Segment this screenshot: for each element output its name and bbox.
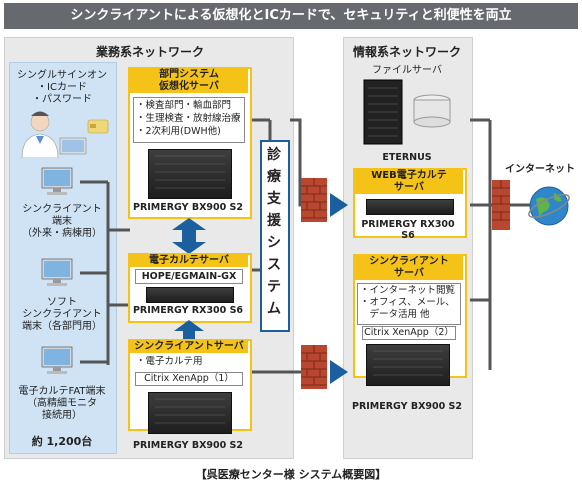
file-server-label: ファイルサーバ <box>372 65 442 76</box>
thin-server-header: シンクライアントサーバ <box>130 341 248 353</box>
client1-label-3: （外来・病棟用） <box>22 228 102 239</box>
info-thin-software: Citrix XenApp（2） <box>362 326 456 340</box>
web-emr-model: PRIMERGY RX300 S6 <box>361 219 455 241</box>
business-network-title: 業務系ネットワーク <box>95 45 204 59</box>
thin-server-model: PRIMERGY BX900 S2 <box>132 440 243 451</box>
client1-label-2: 端末 <box>52 216 72 227</box>
dept-server-header-2: 仮想化サーバ <box>130 81 248 93</box>
info-thin-model: PRIMERGY BX900 S2 <box>351 401 462 412</box>
soft-thin-client-icon <box>41 258 73 286</box>
thin-client-terminal-icon <box>41 167 73 195</box>
page-title: シンクライアントによる仮想化とICカードで、セキュリティと利便性を両立 <box>4 3 578 29</box>
web-emr-header-1: WEB電子カルテ <box>355 170 463 182</box>
emr-server-header: 電子カルテサーバ <box>130 255 248 267</box>
storage-icon <box>363 79 451 145</box>
terminal-count: 約 1,200台 <box>31 435 93 448</box>
client3-label-1: 電子カルテFAT端末 <box>18 386 106 397</box>
sso-label-2: ・ICカード <box>37 82 87 93</box>
info-thin-item-2: ・オフィス、メール、 <box>360 297 455 308</box>
up-arrow-icon <box>174 320 204 340</box>
blade-server-image <box>148 149 232 199</box>
globe-icon <box>528 186 570 226</box>
dept-item-2: ・生理検査・放射線治療 <box>136 113 241 124</box>
doctor-icon <box>21 111 109 158</box>
internet-label: インターネット <box>505 164 575 175</box>
dept-item-3: ・2次利用(DWH他) <box>136 126 221 137</box>
web-emr-header-2: サーバ <box>355 182 463 194</box>
medical-support-system-box <box>260 140 290 332</box>
support-char-3: 支 <box>267 191 281 207</box>
firewall-icon <box>301 178 327 222</box>
client3-label-2: （高精細モニタ <box>27 398 97 409</box>
file-server-model: ETERNUS <box>382 152 432 163</box>
support-char-2: 療 <box>267 169 281 185</box>
diagram-caption: 【呉医療センター様 システム概要図】 <box>195 468 387 481</box>
emr-server-model: PRIMERGY RX300 S6 <box>132 305 244 316</box>
sso-label-3: ・パスワード <box>32 94 92 105</box>
info-network-title: 情報系ネットワーク <box>352 45 461 59</box>
info-thin-item-1: ・インターネット閲覧 <box>360 285 456 296</box>
dept-server-items <box>133 97 245 143</box>
client1-label-1: シンクライアント <box>22 204 102 215</box>
client2-label-2: シンクライアント <box>22 309 102 320</box>
right-arrow-icon <box>330 193 348 217</box>
bidirectional-arrow-icon <box>172 218 206 254</box>
info-thin-header-2: サーバ <box>355 268 463 280</box>
emr-server-software: HOPE/EGMAIN-GX <box>135 269 243 284</box>
thin-server-software: Citrix XenApp（1） <box>135 372 243 386</box>
support-char-1: 診 <box>267 147 281 163</box>
firewall-icon-3 <box>492 180 510 230</box>
support-char-7: テ <box>267 279 281 295</box>
client3-label-3: 接続用） <box>42 410 82 421</box>
support-char-5: シ <box>267 235 281 251</box>
dept-server-header-1: 部門システム <box>130 69 248 81</box>
thin-server-item: ・電子カルテ用 <box>136 356 203 367</box>
info-thin-item-3: データ活用 他 <box>360 309 430 320</box>
support-char-8: ム <box>267 301 281 317</box>
dept-item-1: ・検査部門・輸血部門 <box>136 100 232 111</box>
firewall-icon-2 <box>301 345 327 389</box>
blade-server-image-2 <box>148 392 232 434</box>
client2-label-1: ソフト <box>47 297 77 308</box>
support-char-6: ス <box>267 257 281 273</box>
dept-server-model: PRIMERGY BX900 S2 <box>132 202 243 213</box>
rack-server-image <box>146 287 234 303</box>
support-char-4: 援 <box>267 213 281 229</box>
info-thin-items <box>357 283 461 325</box>
sso-label-1: シングルサインオン <box>17 70 107 81</box>
rack-server-image-2 <box>366 199 454 215</box>
right-arrow-icon-2 <box>330 360 348 384</box>
blade-server-image-3 <box>366 344 450 386</box>
client2-label-3: 端末（各部門用） <box>22 321 102 332</box>
info-thin-header-1: シンクライアント <box>355 256 463 268</box>
fat-terminal-icon <box>41 346 73 374</box>
